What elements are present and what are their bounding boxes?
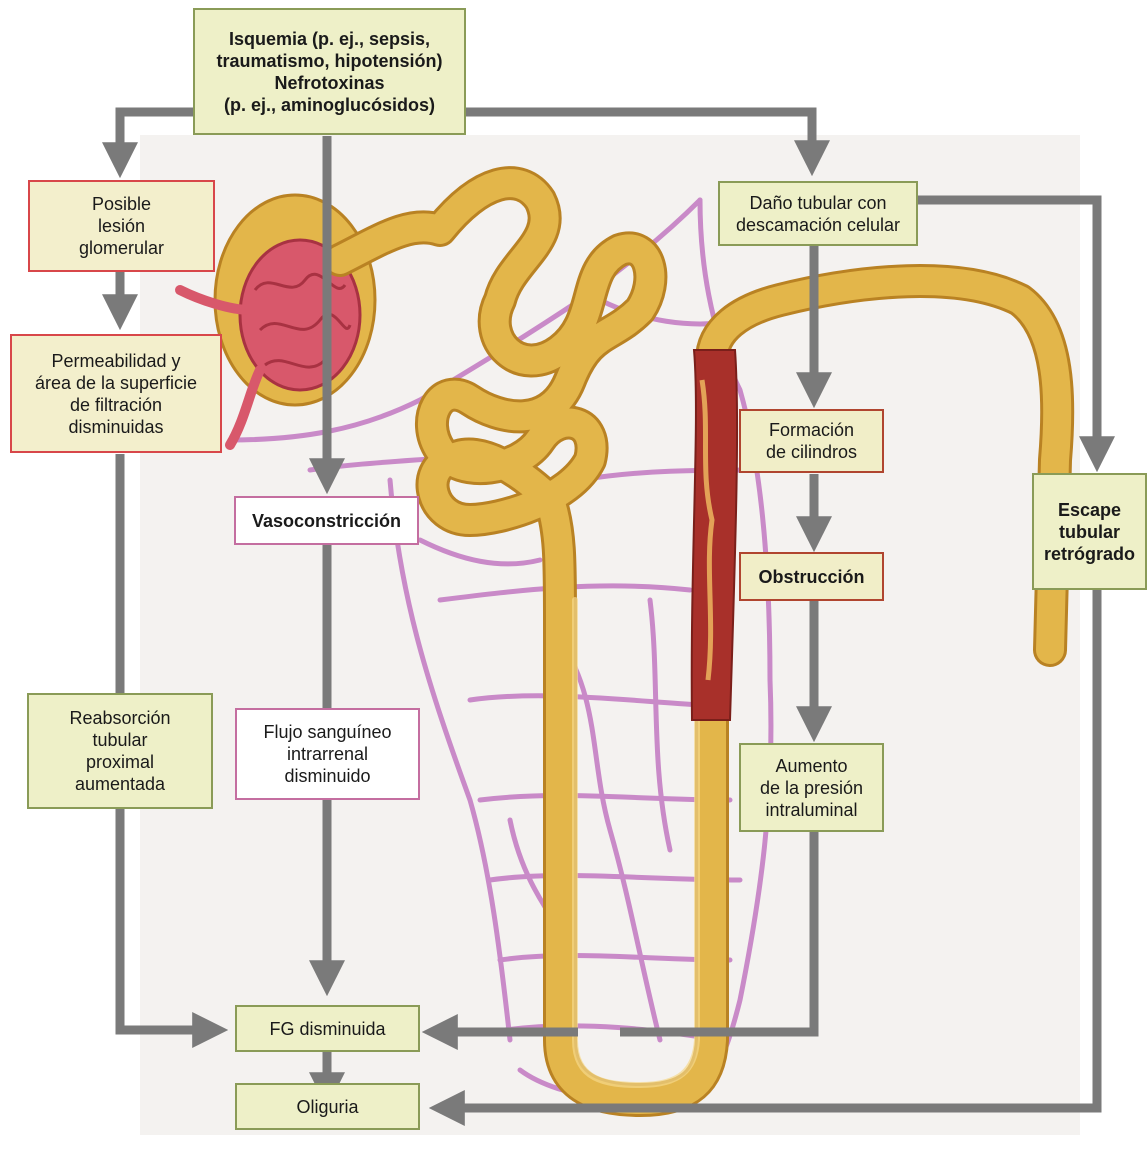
reabsorption-box: Reabsorción tubular proximal aumentada: [27, 693, 213, 809]
permeability-box: Permeabilidad y área de la superficie de…: [10, 334, 222, 453]
obstruction-box: Obstrucción: [739, 552, 884, 601]
casts-box: Formación de cilindros: [739, 409, 884, 473]
backleak-box: Escape tubular retrógrado: [1032, 473, 1147, 590]
pressure-box: Aumento de la presión intraluminal: [739, 743, 884, 832]
gfr-box: FG disminuida: [235, 1005, 420, 1052]
glomerular-injury-box: Posible lesión glomerular: [28, 180, 215, 272]
vasoconstriction-box: Vasoconstricción: [234, 496, 419, 545]
blood-flow-box: Flujo sanguíneo intrarrenal disminuido: [235, 708, 420, 800]
tubular-damage-box: Daño tubular con descamación celular: [718, 181, 918, 246]
collecting-duct-cutaway: [692, 350, 737, 720]
oliguria-box: Oliguria: [235, 1083, 420, 1130]
cause-box: Isquemia (p. ej., sepsis, traumatismo, h…: [193, 8, 466, 135]
